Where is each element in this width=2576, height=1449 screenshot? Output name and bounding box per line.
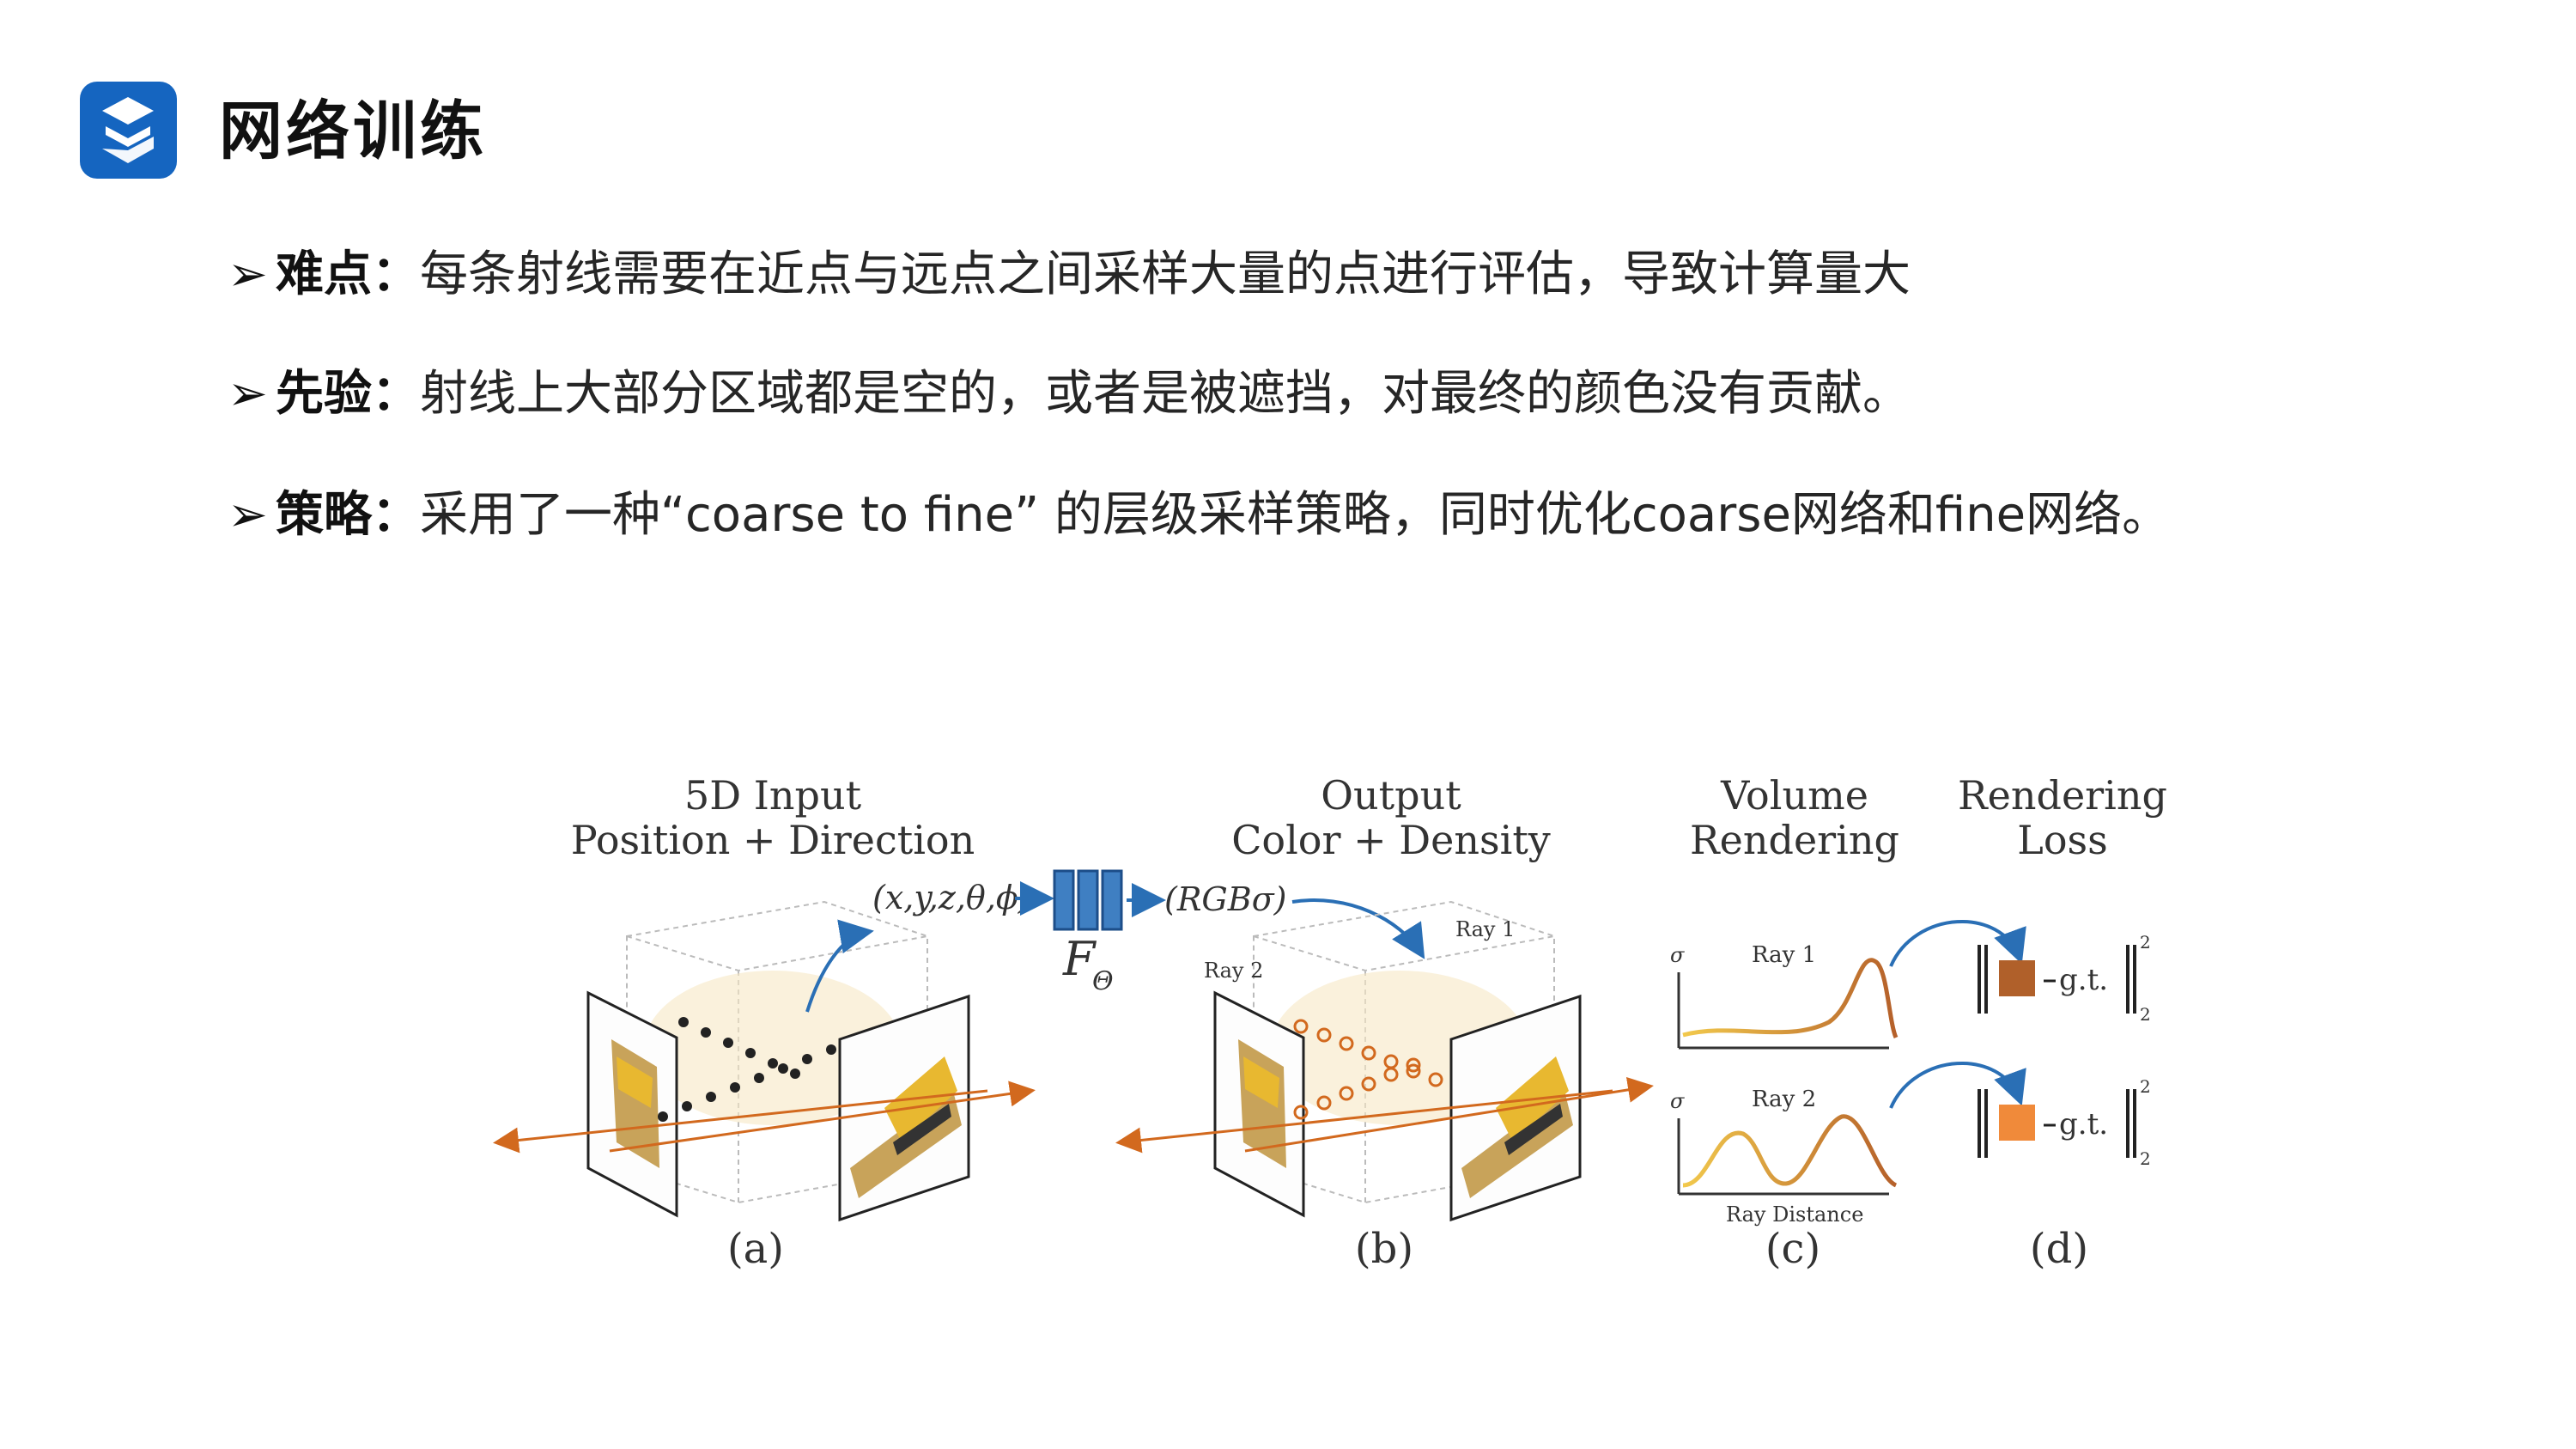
sigma-axis-label-1: σ bbox=[1670, 943, 1685, 967]
gt-label-2: g.t. bbox=[2059, 1107, 2108, 1142]
bullet-text: 每条射线需要在近点与远点之间采样大量的点进行评估，导致计算量大 bbox=[420, 247, 1911, 302]
panel-d-title-line2: Loss bbox=[2017, 817, 2107, 863]
norm-superscript-2: 2 bbox=[2140, 1076, 2151, 1097]
ray1-label-c: Ray 1 bbox=[1752, 942, 1816, 968]
bullet-key: 先验： bbox=[276, 366, 420, 422]
mlp-network-icon bbox=[1053, 869, 1123, 931]
ray-distance-label: Ray Distance bbox=[1726, 1202, 1863, 1227]
sample-points-b bbox=[1293, 1019, 1443, 1120]
arrow-bullet-icon: ➢ bbox=[228, 487, 268, 543]
network-subscript: Θ bbox=[1092, 966, 1114, 996]
page-title: 网络训练 bbox=[219, 94, 487, 168]
input-tuple: (x,y,z,θ,ϕ) bbox=[872, 879, 1031, 916]
density-arrow bbox=[1291, 898, 1425, 959]
density-curve-ray1 bbox=[1682, 958, 1899, 1039]
caption-c: (c) bbox=[1765, 1225, 1820, 1273]
bullet-key: 策略： bbox=[276, 487, 420, 543]
panel-d-title-line1: Rendering bbox=[1958, 772, 2167, 819]
bullet-key: 难点： bbox=[276, 247, 420, 302]
logo-icon bbox=[102, 97, 154, 163]
output-tuple: (RGBσ) bbox=[1164, 880, 1286, 918]
panel-b-title-line2: Color + Density bbox=[1231, 817, 1551, 863]
bullet-prior: ➢先验：射线上大部分区域都是空的，或者是被遮挡，对最终的颜色没有贡献。 bbox=[228, 364, 1911, 424]
panel-b-title-line1: Output bbox=[1321, 772, 1461, 819]
loss-term-1: g.t. 2 2 bbox=[1978, 932, 2151, 1025]
loss-arrow-2 bbox=[1889, 1062, 2026, 1109]
panel-c-title-line1: Volume bbox=[1720, 772, 1868, 819]
query-arrow bbox=[805, 919, 874, 1013]
ray-line bbox=[1244, 1076, 1654, 1153]
ray-line bbox=[609, 1081, 1036, 1153]
caption-a: (a) bbox=[727, 1225, 784, 1273]
bullet-text: 采用了一种“coarse to fine” 的层级采样策略，同时优化coarse… bbox=[420, 487, 2171, 543]
density-curve-ray2 bbox=[1682, 1114, 1898, 1188]
ray2-label-c: Ray 2 bbox=[1752, 1087, 1816, 1112]
gt-label-1: g.t. bbox=[2059, 963, 2108, 997]
scene-blur bbox=[644, 971, 902, 1125]
caption-d: (d) bbox=[2030, 1225, 2088, 1273]
image-plane-left-a bbox=[586, 990, 678, 1218]
arrow-bullet-icon: ➢ bbox=[228, 366, 268, 422]
arrow-bullet-icon: ➢ bbox=[228, 247, 268, 302]
norm-subscript-1: 2 bbox=[2140, 1004, 2151, 1025]
ray1-label-b: Ray 1 bbox=[1455, 917, 1515, 941]
bullet-strategy: ➢策略：采用了一种“coarse to fine” 的层级采样策略，同时优化co… bbox=[228, 485, 2170, 545]
nerf-pipeline-figure: 5D Input Position + Direction (x,y,z,θ,ϕ… bbox=[493, 772, 2167, 1273]
caption-b: (b) bbox=[1355, 1225, 1413, 1273]
norm-superscript-1: 2 bbox=[2140, 932, 2151, 953]
norm-subscript-2: 2 bbox=[2140, 1148, 2151, 1169]
ray-line bbox=[493, 1089, 988, 1154]
network-label: F bbox=[1062, 932, 1097, 986]
panel-c-title-line2: Rendering bbox=[1690, 817, 1899, 863]
sample-points-a bbox=[658, 1017, 836, 1122]
bullet-difficulty: ➢难点：每条射线需要在近点与远点之间采样大量的点进行评估，导致计算量大 bbox=[228, 245, 1911, 305]
image-plane-left-b bbox=[1213, 990, 1305, 1218]
ray2-label-b: Ray 2 bbox=[1204, 959, 1263, 983]
loss-arrow-1 bbox=[1889, 920, 2026, 967]
logo bbox=[80, 82, 177, 179]
loss-term-2: g.t. 2 2 bbox=[1978, 1076, 2151, 1169]
ray-line bbox=[1115, 1089, 1613, 1154]
sigma-axis-label-2: σ bbox=[1670, 1089, 1685, 1113]
panel-a-title-line2: Position + Direction bbox=[571, 817, 975, 863]
bullet-text: 射线上大部分区域都是空的，或者是被遮挡，对最终的颜色没有贡献。 bbox=[420, 366, 1911, 422]
panel-a-title-line1: 5D Input bbox=[684, 772, 862, 819]
